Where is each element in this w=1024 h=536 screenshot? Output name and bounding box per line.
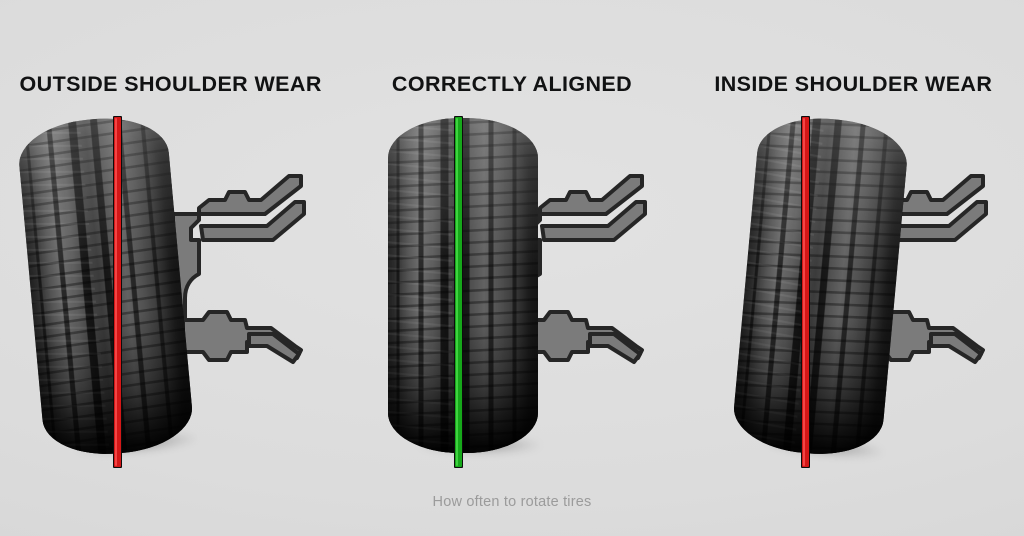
reference-line-highlight-2 bbox=[455, 118, 458, 466]
tire-sipes-secondary-2 bbox=[387, 118, 452, 453]
tire-ground-shadow-2 bbox=[391, 432, 567, 458]
reference-line-fill-1 bbox=[113, 117, 121, 467]
reference-line-fill-2 bbox=[454, 117, 462, 467]
tire-body-2 bbox=[387, 118, 538, 453]
reference-line-highlight-3 bbox=[803, 118, 806, 466]
tire-body-1 bbox=[15, 112, 196, 460]
tire-body-3 bbox=[730, 112, 911, 460]
panel-title-3: INSIDE SHOULDER WEAR bbox=[714, 72, 993, 96]
wheel-assembly-1 bbox=[0, 112, 341, 478]
caption-text: How often to rotate tires bbox=[432, 494, 592, 510]
reference-line-fill-3 bbox=[802, 117, 810, 467]
wheel-assembly-3 bbox=[683, 112, 1024, 478]
alignment-reference-line-3 bbox=[801, 116, 811, 468]
alignment-reference-line-1 bbox=[112, 116, 122, 468]
suspension-arm-icon-2 bbox=[510, 170, 647, 375]
tire-illustration-3 bbox=[730, 112, 911, 473]
wheel-assembly-2 bbox=[341, 116, 682, 478]
reference-line-highlight-1 bbox=[114, 118, 117, 466]
tire-illustration-1 bbox=[15, 112, 225, 473]
panel-inside-shoulder-wear: INSIDE SHOULDER WEAR bbox=[683, 0, 1024, 536]
panel-title-2: CORRECTLY ALIGNED bbox=[391, 72, 633, 96]
panel-outside-shoulder-wear: OUTSIDE SHOULDER WEAR bbox=[0, 0, 341, 536]
panel-correctly-aligned: CORRECTLY ALIGNED bbox=[341, 0, 682, 536]
alignment-reference-line-2 bbox=[453, 116, 463, 468]
panel-title-1: OUTSIDE SHOULDER WEAR bbox=[19, 72, 322, 96]
tire-illustration-2 bbox=[387, 118, 567, 466]
suspension-arm-icon-1 bbox=[169, 170, 306, 375]
